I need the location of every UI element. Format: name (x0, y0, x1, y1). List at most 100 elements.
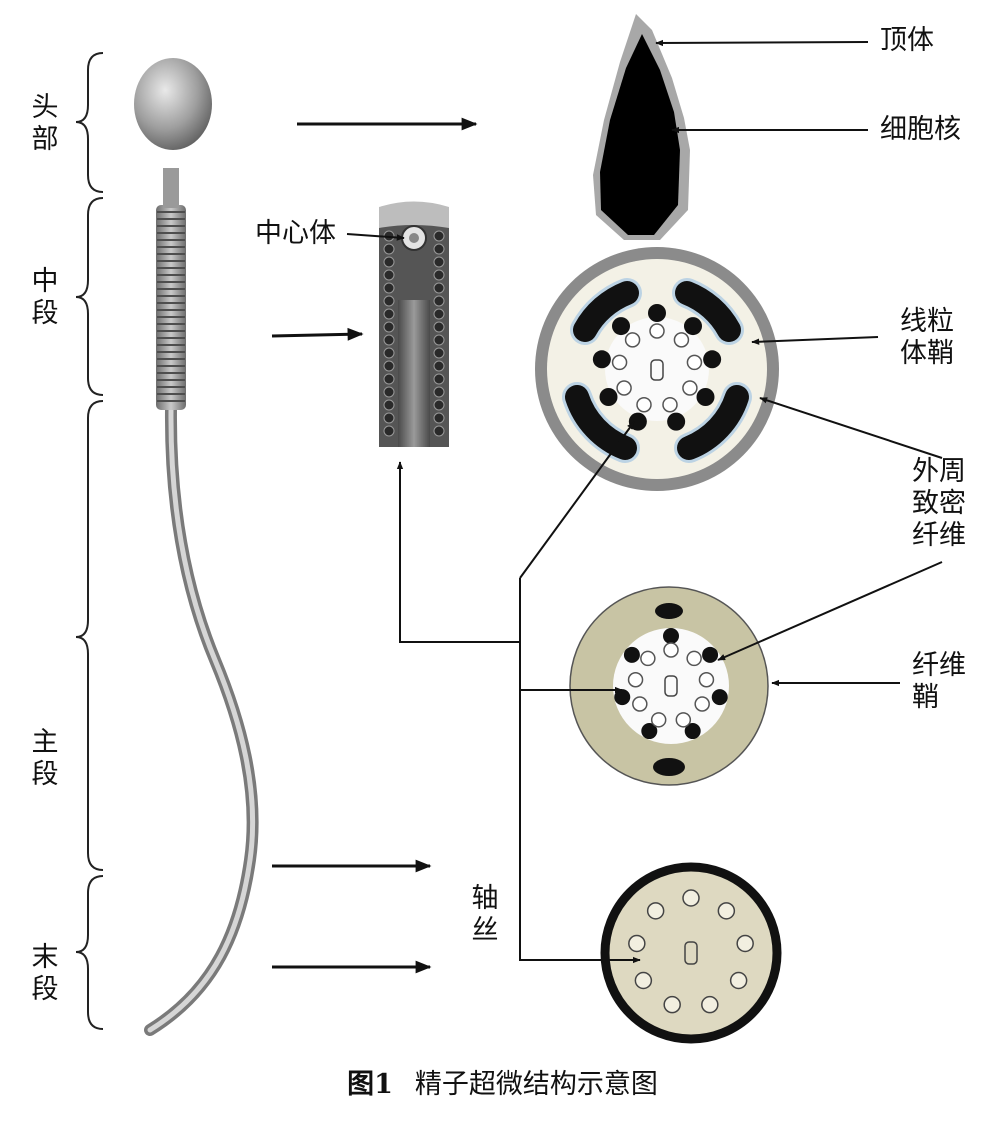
cs2-central-pair (664, 675, 678, 697)
midpiece-cap (379, 201, 449, 228)
mito-bead (433, 399, 445, 411)
mito-bead (433, 243, 445, 255)
cs2-dense-fibers (614, 628, 728, 740)
cs2-rib-bottom (653, 758, 685, 776)
section-arrows (271, 117, 478, 974)
mito-bead (383, 425, 395, 437)
label-acrosome: 顶体 (880, 25, 934, 56)
mito-arc-2 (675, 281, 741, 342)
mito-bead (383, 243, 395, 255)
mito-bead (433, 412, 445, 424)
microtubule-doublet (694, 696, 710, 712)
label-midpiece: 中段 (31, 266, 59, 329)
leader-axoneme-mid (396, 461, 520, 643)
microtubule-doublet (634, 971, 653, 990)
microtubule-doublet (616, 380, 632, 396)
label-head: 头部 (31, 92, 59, 155)
dense-fiber (696, 388, 715, 406)
mito-bead (433, 308, 445, 320)
tail-highlight (147, 407, 256, 1033)
leader-centriole (346, 233, 405, 241)
mito-bead (383, 412, 395, 424)
label-nucleus: 细胞核 (880, 114, 961, 145)
microtubule-doublet (682, 380, 698, 396)
mito-bead (383, 373, 395, 385)
arrow-mid-to-detail (271, 327, 364, 341)
figure-caption: 图1 精子超微结构示意图 (0, 1062, 1005, 1101)
dense-fiber (683, 317, 702, 336)
microtubule-doublet (646, 902, 665, 920)
label-mitochondrial-sheath: 线粒体鞘 (900, 306, 954, 369)
mito-bead (383, 282, 395, 294)
mitochondria-arcs (562, 278, 752, 463)
mito-bead (433, 321, 445, 333)
dense-fiber (614, 689, 631, 706)
microtubule-doublet (632, 696, 648, 712)
midpiece-core (398, 300, 430, 447)
microtubule-doublet (736, 934, 754, 953)
cs3-central-pair (684, 941, 698, 965)
cs3-doublets (628, 889, 754, 1014)
centriole-inner (409, 233, 419, 243)
microtubule-doublet (663, 995, 681, 1014)
cs2-doublets (627, 642, 715, 728)
microtubule-doublet (729, 971, 748, 990)
mito-bead (433, 347, 445, 359)
microtubule-doublet (627, 671, 644, 688)
microtubule-doublet (611, 354, 628, 371)
dense-fiber (599, 388, 618, 406)
mito-bead (433, 282, 445, 294)
mito-bead (383, 386, 395, 398)
mito-bead (433, 295, 445, 307)
head-section (593, 14, 690, 240)
mito-bead (383, 295, 395, 307)
microtubule-doublet (663, 642, 679, 658)
bracket-midpiece (75, 197, 104, 396)
midpiece-detail (379, 201, 449, 447)
mito-bead (383, 321, 395, 333)
mito-bead (433, 386, 445, 398)
caption-title: 精子超微结构示意图 (414, 1069, 658, 1100)
mito-bead (383, 256, 395, 268)
label-centriole: 中心体 (255, 218, 336, 249)
microtubule-doublet (717, 902, 736, 920)
cs2-rib-top (655, 603, 683, 619)
mito-bead (383, 308, 395, 320)
mito-bead (433, 230, 445, 242)
leader-lines (346, 39, 943, 964)
microtubule-doublet (701, 995, 719, 1014)
mito-bead (383, 399, 395, 411)
dense-fiber (623, 646, 640, 663)
mito-bead (383, 360, 395, 372)
bracket-end (75, 875, 104, 1030)
mito-arc-3 (565, 385, 637, 460)
mito-bead (433, 256, 445, 268)
dense-fiber (663, 628, 679, 644)
mito-bead (383, 334, 395, 346)
label-fibrous-sheath: 纤维鞘 (912, 650, 966, 713)
label-end: 末段 (31, 942, 59, 1005)
segment-brackets (75, 52, 104, 1030)
cross-section-end (600, 862, 782, 1044)
mito-bead (433, 360, 445, 372)
leader-acrosome (655, 39, 869, 47)
dense-fiber (711, 689, 728, 706)
leader-axoneme-trunk (519, 578, 641, 964)
microtubule-doublet (640, 650, 656, 667)
microtubule-doublet (624, 332, 641, 348)
neck (163, 168, 179, 208)
mito-bead (383, 347, 395, 359)
mito-bead (383, 269, 395, 281)
dense-fiber (702, 646, 719, 663)
mito-bead (433, 425, 445, 437)
mitochondria-beads (383, 230, 445, 437)
bracket-head (75, 52, 104, 193)
leader-dense-2 (717, 561, 943, 661)
microtubule-doublet (682, 889, 700, 907)
cross-section-principal (569, 586, 769, 786)
caption-number: 图1 (347, 1069, 393, 1100)
microtubule-doublet (675, 712, 692, 728)
cs1-central-pair (650, 359, 664, 381)
